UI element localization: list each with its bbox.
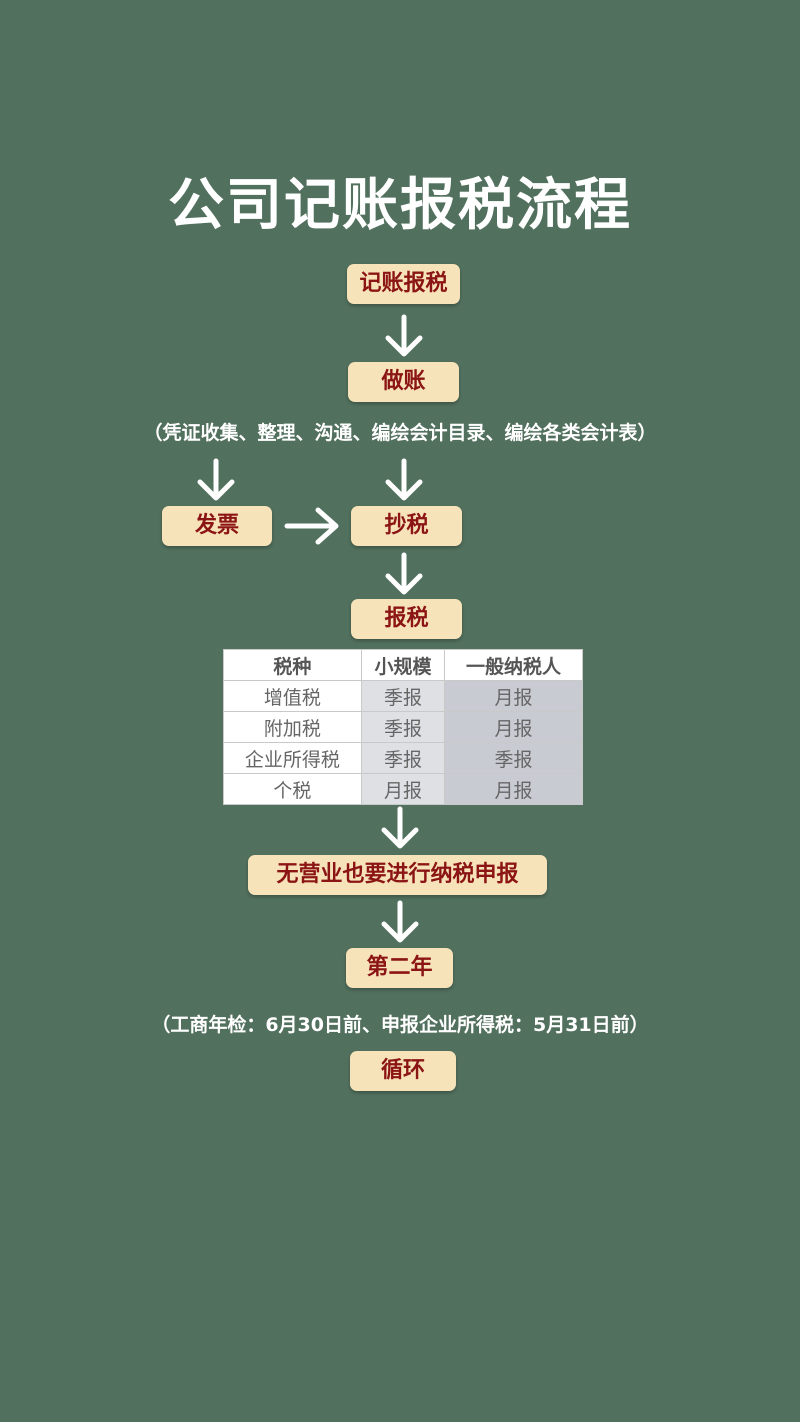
arrow-down-icon: [197, 458, 235, 501]
table-cell: 月报: [444, 680, 583, 712]
table-cell: 附加税: [223, 711, 362, 743]
table-row: 企业所得税 季报 季报: [223, 742, 583, 774]
arrow-down-icon: [385, 458, 423, 501]
node-bookkeeping: 做账: [348, 362, 459, 402]
table-cell: 增值税: [223, 680, 362, 712]
page-title: 公司记账报税流程: [168, 173, 632, 238]
table-cell: 月报: [444, 711, 583, 743]
table-cell: 季报: [360, 680, 446, 712]
table-cell: 月报: [360, 773, 446, 805]
table-cell: 月报: [444, 773, 583, 805]
arrow-down-icon: [381, 900, 419, 943]
table-row: 个税 月报 月报: [223, 773, 583, 805]
table-header: 一般纳税人: [444, 649, 583, 681]
tax-table: 税种 小规模 一般纳税人 增值税 季报 月报 附加税 季报 月报 企业所得税 季…: [223, 649, 583, 805]
node-second-year: 第二年: [346, 948, 453, 988]
table-cell: 企业所得税: [223, 742, 362, 774]
node-bookkeeping-tax: 记账报税: [347, 264, 460, 304]
table-cell: 季报: [360, 711, 446, 743]
arrow-down-icon: [385, 314, 423, 357]
arrow-down-icon: [381, 806, 419, 849]
node-cycle: 循环: [350, 1051, 456, 1091]
table-header-row: 税种 小规模 一般纳税人: [223, 649, 583, 681]
table-header: 税种: [223, 649, 362, 681]
table-row: 附加税 季报 月报: [223, 711, 583, 743]
node-tax-filing: 报税: [351, 599, 462, 639]
arrow-down-icon: [385, 552, 423, 595]
node-tax-copy: 抄税: [351, 506, 462, 546]
table-cell: 个税: [223, 773, 362, 805]
table-cell: 季报: [444, 742, 583, 774]
node-invoice: 发票: [162, 506, 272, 546]
table-cell: 季报: [360, 742, 446, 774]
bookkeeping-note: （凭证收集、整理、沟通、编绘会计目录、编绘各类会计表）: [143, 422, 657, 444]
node-zero-filing: 无营业也要进行纳税申报: [248, 855, 547, 895]
table-row: 增值税 季报 月报: [223, 680, 583, 712]
second-year-note: （工商年检：6月30日前、申报企业所得税：5月31日前）: [151, 1014, 649, 1036]
arrow-right-icon: [284, 507, 339, 545]
table-header: 小规模: [360, 649, 446, 681]
